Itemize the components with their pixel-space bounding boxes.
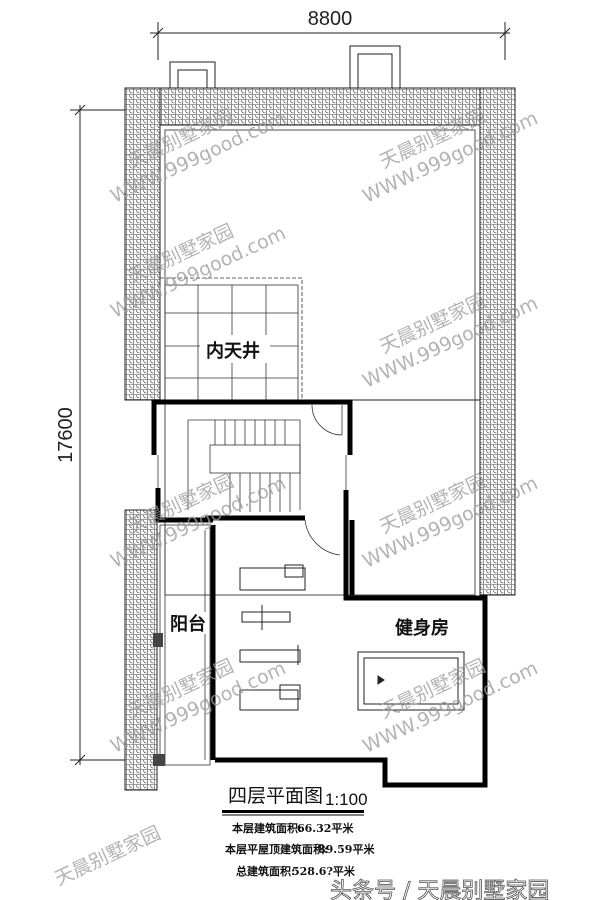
drawing-title: 四层平面图 bbox=[228, 785, 323, 807]
area-floor-label: 本层建筑面积: bbox=[232, 821, 302, 835]
room-label-gym: 健身房 bbox=[395, 617, 449, 639]
roof-tile-border bbox=[124, 87, 516, 791]
area-roof-label: 本层平屋顶建筑面积: bbox=[225, 842, 328, 856]
roof-features bbox=[169, 45, 401, 89]
dimension-top bbox=[150, 22, 511, 60]
room-label-courtyard: 内天井 bbox=[206, 340, 260, 362]
watermark-brand: 天晨别墅家园 bbox=[51, 822, 164, 890]
courtyard-label-bg bbox=[200, 335, 270, 363]
title-underline bbox=[222, 810, 364, 813]
area-roof-value: 89.59平米 bbox=[318, 842, 375, 856]
balcony-label-bg bbox=[168, 612, 208, 634]
footer-watermark: 头条号 / 天晨别墅家园 bbox=[330, 879, 549, 900]
column bbox=[153, 754, 165, 766]
drawing-scale: 1:100 bbox=[325, 790, 368, 809]
dimension-width: 8800 bbox=[308, 8, 353, 30]
column bbox=[153, 633, 163, 647]
area-total-label: 总建筑面积: bbox=[236, 864, 295, 878]
area-total-value: 528.6?平米 bbox=[292, 864, 356, 878]
stair-core bbox=[151, 399, 355, 595]
area-floor-value: 66.32平米 bbox=[297, 821, 354, 835]
gym-equipment bbox=[239, 564, 465, 711]
dimension-left bbox=[70, 104, 130, 766]
dimension-height: 17600 bbox=[55, 407, 77, 463]
room-label-balcony: 阳台 bbox=[170, 613, 206, 635]
gym-walls bbox=[155, 488, 488, 788]
